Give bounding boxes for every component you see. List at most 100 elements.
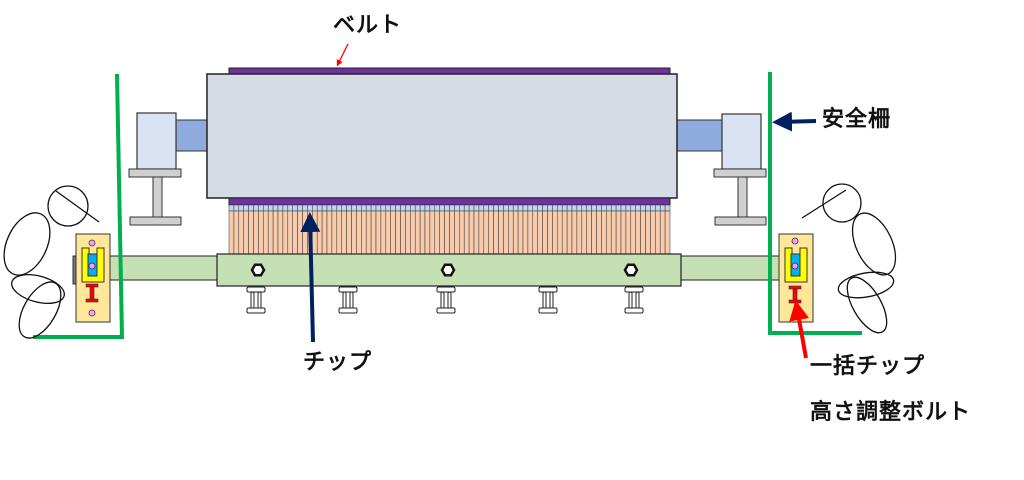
pin-icon — [791, 237, 799, 245]
tip — [390, 204, 396, 255]
tip — [498, 204, 504, 255]
tip — [321, 204, 328, 255]
left-motor-assembly — [128, 112, 209, 226]
nut-row — [250, 263, 639, 277]
tip — [561, 204, 568, 255]
tip-array — [228, 204, 671, 255]
tip — [341, 204, 347, 255]
tip — [228, 204, 235, 255]
tip — [292, 204, 298, 255]
height-adjust-bolt — [624, 286, 644, 314]
tip — [601, 204, 607, 255]
tip — [659, 204, 666, 255]
tip — [238, 204, 244, 255]
drum — [206, 73, 678, 199]
bolt-label-line1: 一括チップ — [810, 354, 926, 379]
right-stand-top — [713, 168, 767, 178]
belt-bottom — [228, 197, 671, 206]
tip — [356, 204, 362, 255]
left-stand-top — [128, 168, 182, 178]
left-motor — [136, 112, 177, 170]
tip — [267, 204, 274, 255]
tip — [557, 204, 563, 255]
tip — [375, 204, 382, 255]
tip — [483, 204, 489, 255]
pin-icon — [791, 262, 799, 270]
tips-callout-arrow — [300, 212, 321, 343]
right-coupling — [676, 119, 724, 152]
tip — [527, 204, 534, 255]
tip — [287, 204, 293, 255]
tip — [253, 204, 259, 255]
tip — [596, 204, 602, 255]
tip — [655, 204, 661, 255]
tip — [537, 204, 543, 255]
tip — [542, 204, 548, 255]
belt-callout-arrow — [336, 43, 349, 67]
tip — [522, 204, 529, 255]
height-adjust-bolt — [538, 286, 558, 314]
tip — [493, 204, 499, 255]
worker-right-figure — [801, 183, 897, 334]
safety-fence-label: 安全柵 — [822, 107, 892, 132]
tip — [365, 204, 372, 255]
tip — [419, 204, 426, 255]
tip — [449, 204, 455, 255]
tip — [459, 204, 465, 255]
tip — [576, 204, 583, 255]
tip — [439, 204, 445, 255]
tip — [302, 204, 308, 255]
safety-fence-right — [768, 72, 862, 335]
hex-nut-icon — [440, 263, 456, 277]
tip — [620, 204, 627, 255]
left-stand-post — [152, 176, 163, 218]
tip — [478, 204, 485, 255]
tip — [610, 204, 617, 255]
bolt-label-line2: 高さ調整ボルト — [810, 400, 972, 425]
right-motor — [721, 113, 762, 170]
tip — [233, 204, 240, 255]
tip — [351, 204, 357, 255]
tip — [326, 204, 333, 255]
left-stand-base — [129, 216, 182, 226]
tips-label: チップ — [303, 350, 373, 375]
tip — [405, 204, 411, 255]
tip — [517, 204, 524, 255]
height-adjust-bracket-left — [72, 233, 111, 323]
tip — [444, 204, 450, 255]
tip — [361, 204, 367, 255]
tip — [410, 204, 416, 255]
worker-left-figure — [3, 185, 100, 339]
tip — [566, 204, 573, 255]
tip — [400, 204, 406, 255]
tip — [635, 204, 641, 255]
tip — [615, 204, 622, 255]
tip — [581, 204, 587, 255]
tip — [434, 204, 440, 255]
tip — [248, 204, 254, 255]
pin-icon — [88, 239, 96, 247]
tip — [277, 204, 284, 255]
shaft-left — [109, 255, 221, 281]
tip — [297, 204, 303, 255]
right-motor-assembly — [676, 113, 767, 226]
tip — [640, 204, 646, 255]
tip — [395, 204, 401, 255]
height-adjust-bolt — [436, 286, 456, 314]
tip — [263, 204, 269, 255]
tip — [429, 204, 436, 255]
right-stand-post — [737, 176, 748, 218]
tip — [645, 204, 651, 255]
tip — [512, 204, 519, 255]
bolt-callout-arrow — [789, 300, 809, 359]
tip — [385, 204, 391, 255]
tip — [380, 204, 387, 255]
tip — [424, 204, 431, 255]
tip — [503, 204, 509, 255]
tip — [552, 204, 558, 255]
tip — [346, 204, 352, 255]
hex-nut-icon — [623, 263, 639, 277]
pin-icon — [88, 309, 96, 317]
height-adjust-bolt — [246, 286, 266, 314]
tip — [488, 204, 494, 255]
